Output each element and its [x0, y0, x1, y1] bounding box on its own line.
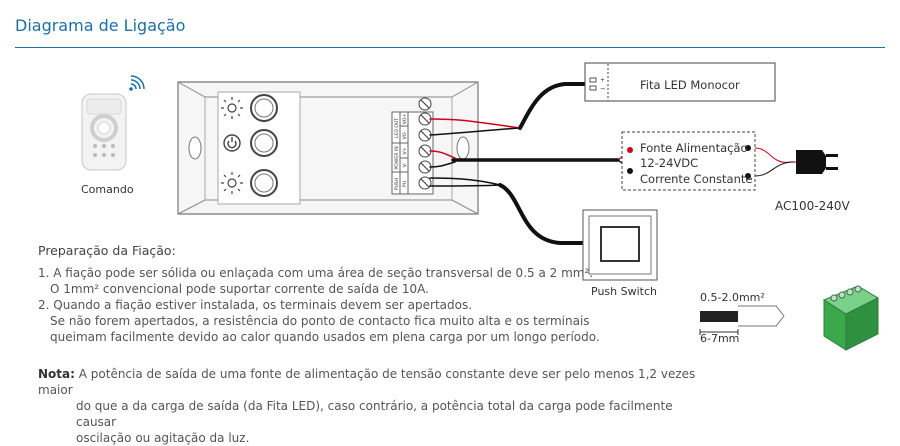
pin-label-vo-minus: VO-	[402, 130, 408, 139]
page-title: Diagrama de Ligação	[15, 16, 186, 35]
green-terminal-connector	[822, 285, 880, 351]
pin-label-v-plus: V+	[402, 147, 408, 154]
wiring-preparation: Preparação da Fiação: 1. A fiação pode s…	[38, 243, 600, 345]
terminal-label-led-out: LED OUT	[394, 118, 400, 138]
ac-voltage-label: AC100-240V	[775, 199, 850, 213]
power-icon	[223, 134, 241, 152]
wiring-diagram: LED OUT POWER IN PUSH VO+ VO- V+ V- PU	[81, 62, 880, 351]
wires	[429, 82, 797, 245]
wiring-title: Preparação da Fiação:	[38, 243, 176, 258]
wire-gauge-label: 0.5-2.0mm²	[700, 291, 765, 304]
wire-led-main	[518, 82, 600, 130]
terminal-label-push: PUSH	[394, 178, 400, 191]
power-supply	[621, 131, 756, 191]
push-switch-label: Push Switch	[591, 285, 657, 298]
power-note: Nota: A potência de saída de uma fonte d…	[38, 366, 698, 446]
svg-text:+: +	[600, 77, 605, 84]
wire-push-2	[429, 184, 501, 187]
wireless-signal-icon	[129, 75, 145, 91]
note-label: Nota:	[38, 367, 75, 381]
wiring-line: 2. Quando a fiação estiver instalada, os…	[38, 298, 473, 312]
wire-psu-v-minus	[429, 161, 456, 168]
psu-label-line2: 12-24VDC	[640, 156, 699, 170]
ac-plug-icon	[796, 150, 838, 174]
strip-length-label: 6-7mm	[700, 332, 740, 345]
wire-strip-diagram	[699, 305, 785, 335]
terminal-block: LED OUT POWER IN PUSH VO+ VO- V+ V- PU	[391, 97, 434, 195]
wire-led-vo-minus	[429, 127, 521, 136]
note-line: A potência de saída de uma fonte de alim…	[38, 367, 696, 397]
wiring-line: 1. A fiação pode ser sólida ou enlaçada …	[38, 266, 594, 280]
wire-push-1	[429, 177, 501, 186]
psu-label-line1: Fonte Alimentação	[640, 141, 748, 155]
wire-psu-v-plus	[429, 150, 456, 159]
wire-ac-2	[754, 161, 795, 177]
svg-text:−: −	[600, 85, 606, 93]
remote-label: Comando	[81, 183, 134, 196]
wiring-line: queimam facilmente devido ao calor quand…	[50, 330, 600, 344]
wiring-line: O 1mm² convencional pode suportar corren…	[50, 282, 429, 296]
led-strip-label: Fita LED Monocor	[640, 78, 740, 92]
psu-label-line3: Corrente Constante	[640, 172, 753, 186]
wire-push-main	[498, 183, 600, 245]
brightness-down-button[interactable]	[250, 169, 278, 197]
brightness-up-icon	[221, 97, 243, 119]
title-divider	[15, 47, 885, 48]
wire-ac	[754, 147, 797, 163]
note-line: oscilação ou agitação da luz.	[76, 431, 250, 445]
pin-label-vo-plus: VO+	[402, 114, 408, 125]
led-strip: + −	[584, 62, 776, 102]
push-switch	[582, 209, 658, 281]
pin-label-v-minus: V-	[402, 162, 408, 167]
pin-label-pu: PU	[402, 181, 408, 187]
power-button[interactable]	[250, 129, 278, 157]
wire-led-vo-plus	[429, 118, 521, 129]
terminal-label-power-in: POWER IN	[394, 146, 400, 169]
brightness-down-icon	[221, 172, 243, 194]
remote-control	[81, 93, 127, 171]
note-line: do que a da carga de saída (da Fita LED)…	[76, 399, 673, 429]
wiring-line: Se não forem apertados, a resistência do…	[50, 314, 590, 328]
brightness-up-button[interactable]	[250, 94, 278, 122]
